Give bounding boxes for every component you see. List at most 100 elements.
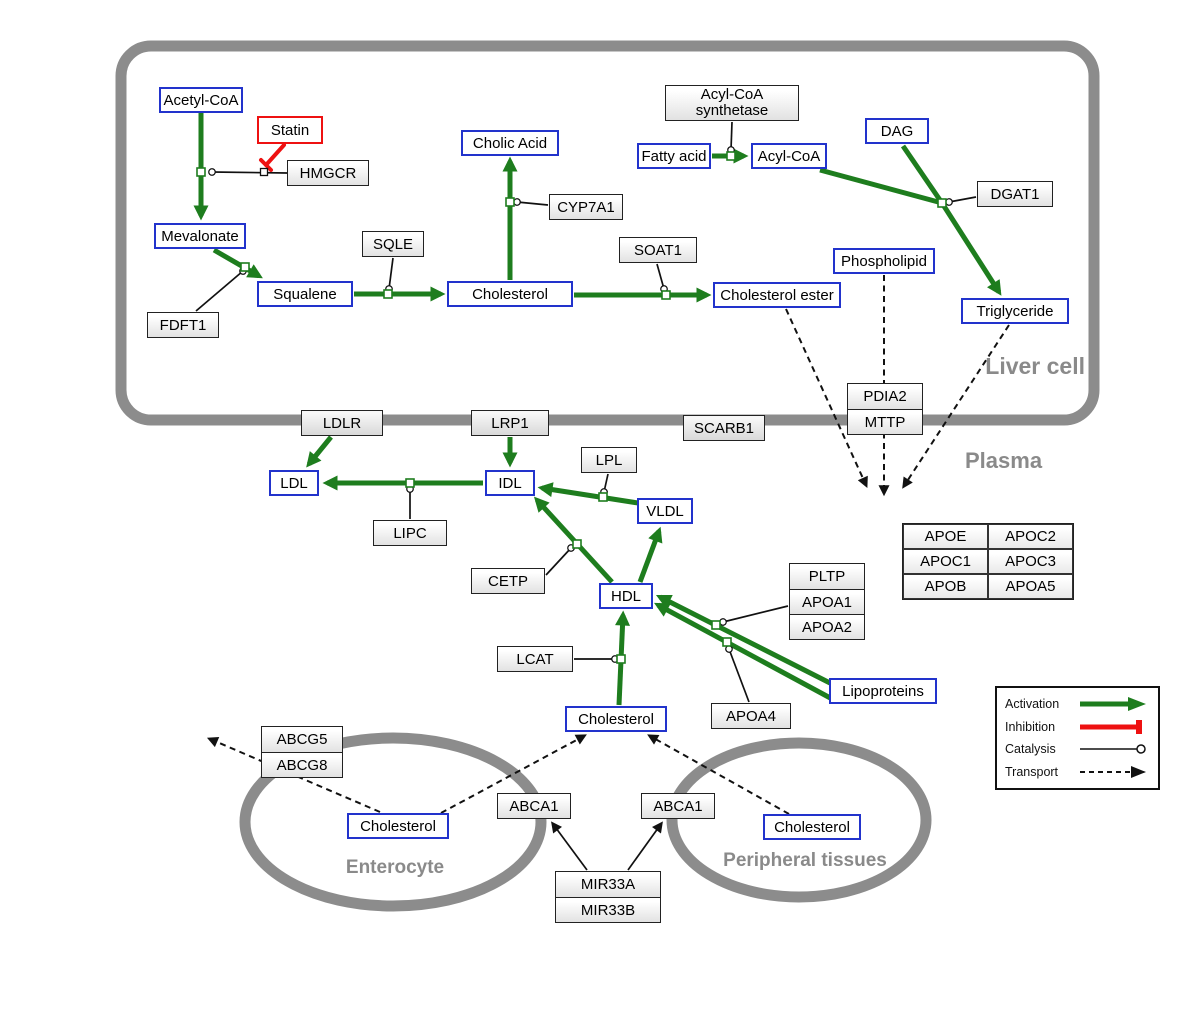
edge-vldl-to-idl [537,482,639,506]
node-idl[interactable]: IDL [485,470,535,496]
reaction-node [661,290,671,300]
node-squalene[interactable]: Squalene [257,281,353,307]
node-fdft1[interactable]: FDFT1 [147,312,219,338]
legend-row-transport: Transport [1005,761,1150,783]
edge-junction-to-triglyceride [939,201,1002,296]
node-soat1[interactable]: SOAT1 [619,237,697,263]
node-cholesterol-ester[interactable]: Cholesterol ester [713,282,841,308]
catalysis-circle-icon [1080,744,1146,754]
enterocyte-membrane [239,732,547,912]
stack-mir33: MIR33A MIR33B [555,871,661,923]
catalysis-hmgcr [208,168,288,176]
catalysis-sqle [385,257,394,293]
legend-catalysis-label: Catalysis [1005,742,1056,757]
reaction-node [937,198,947,208]
activation-arrow-icon [1080,697,1146,712]
statin-inhibition-tbar [259,158,273,172]
reaction-node [505,197,515,207]
node-ldlr[interactable]: LDLR [301,410,383,436]
node-scarb1[interactable]: SCARB1 [683,415,765,441]
node-triglyceride[interactable]: Triglyceride [961,298,1069,324]
node-ldl[interactable]: LDL [269,470,319,496]
node-cholic-acid[interactable]: Cholic Acid [461,130,559,156]
node-acyl-coa-synthetase[interactable]: Acyl-CoA synthetase [665,85,799,121]
reaction-node [196,167,206,177]
legend-row-inhibition: Inhibition [1005,716,1150,738]
apolipoprotein-table: APOE APOC2 APOC1 APOC3 APOB APOA5 [902,523,1074,600]
node-dag[interactable]: DAG [865,118,929,144]
node-lpl[interactable]: LPL [581,447,637,473]
peripheral-tissues-label: Peripheral tissues [723,850,887,871]
node-apob[interactable]: APOB [903,574,988,599]
node-apoa5[interactable]: APOA5 [988,574,1073,599]
edge-hdl-to-vldl [637,526,663,583]
node-apoc2[interactable]: APOC2 [988,524,1073,549]
edge-mir33-to-abca1-peripheral [627,821,663,871]
node-cholesterol-peripheral[interactable]: Cholesterol [763,814,861,840]
legend: Activation Inhibition Catalysis [995,686,1160,790]
node-lipoproteins[interactable]: Lipoproteins [829,678,937,704]
node-acyl-coa[interactable]: Acyl-CoA [751,143,827,169]
node-apoc1[interactable]: APOC1 [903,549,988,574]
edge-lipoproteins-to-hdl-upper [655,594,832,686]
node-lipc[interactable]: LIPC [373,520,447,546]
node-phospholipid[interactable]: Phospholipid [833,248,935,274]
node-abcg5[interactable]: ABCG5 [262,727,342,752]
node-cyp7a1[interactable]: CYP7A1 [549,194,623,220]
reaction-node [572,539,582,549]
node-acetyl-coa[interactable]: Acetyl-CoA [159,87,243,113]
node-apoa2[interactable]: APOA2 [790,614,864,639]
stack-pltp-apoa1-apoa2: PLTP APOA1 APOA2 [789,563,865,640]
stack-pdia2-mttp: PDIA2 MTTP [847,383,923,435]
node-apoa4[interactable]: APOA4 [711,703,791,729]
node-apoe[interactable]: APOE [903,524,988,549]
node-mir33a[interactable]: MIR33A [556,872,660,897]
node-fatty-acid[interactable]: Fatty acid [637,143,711,169]
node-hdl[interactable]: HDL [599,583,653,609]
plasma-label: Plasma [965,448,1043,473]
node-abcg8[interactable]: ABCG8 [262,752,342,777]
node-cetp[interactable]: CETP [471,568,545,594]
node-lrp1[interactable]: LRP1 [471,410,549,436]
node-dgat1[interactable]: DGAT1 [977,181,1053,207]
stack-abcg5-abcg8: ABCG5 ABCG8 [261,726,343,778]
catalysis-apoa4 [725,645,750,703]
node-cholesterol-enterocyte[interactable]: Cholesterol [347,813,449,839]
reaction-node [616,654,626,664]
node-apoc3[interactable]: APOC3 [988,549,1073,574]
node-abca1-enterocyte[interactable]: ABCA1 [497,793,571,819]
node-vldl[interactable]: VLDL [637,498,693,524]
node-sqle[interactable]: SQLE [362,231,424,257]
edge-cholesterol-ester-secretion [785,308,868,489]
edge-ldlr-to-ldl [306,435,333,468]
liver-cell-membrane [115,40,1100,426]
catalysis-dgat1 [945,196,977,206]
node-mttp[interactable]: MTTP [848,409,922,434]
node-apoa1[interactable]: APOA1 [790,589,864,614]
edge-statin-inhibition [264,143,286,167]
enterocyte-label: Enterocyte [345,857,445,878]
reaction-node [240,262,250,272]
node-hmgcr[interactable]: HMGCR [287,160,369,186]
reaction-node [711,620,721,630]
catalysis-cetp [545,544,575,576]
reaction-node [383,289,393,299]
node-mevalonate[interactable]: Mevalonate [154,223,246,249]
reaction-node [726,151,736,161]
catalysis-soat1 [656,263,668,293]
legend-inhibition-label: Inhibition [1005,719,1056,734]
node-mir33b[interactable]: MIR33B [556,897,660,922]
node-pdia2[interactable]: PDIA2 [848,384,922,409]
edge-triglyceride-secretion [902,324,1010,489]
node-statin[interactable]: Statin [257,116,323,144]
node-cholesterol-liver[interactable]: Cholesterol [447,281,573,307]
edge-mevalonate-to-squalene [212,247,263,279]
node-cholesterol-plasma[interactable]: Cholesterol [565,706,667,732]
node-abca1-peripheral[interactable]: ABCA1 [641,793,715,819]
node-pltp[interactable]: PLTP [790,564,864,589]
node-lcat[interactable]: LCAT [497,646,573,672]
transport-dashed-arrow-icon [1080,765,1146,778]
legend-activation-label: Activation [1005,697,1060,712]
